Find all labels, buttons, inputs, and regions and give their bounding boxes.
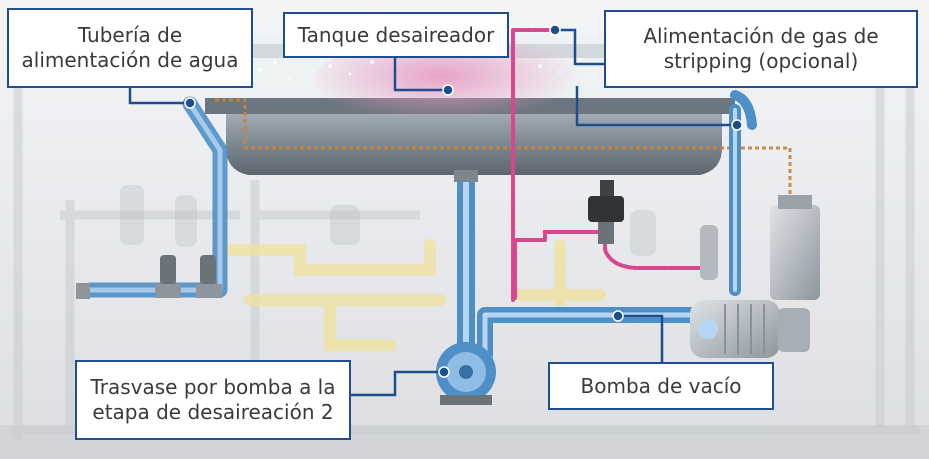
callout-vacuum-pump: Bomba de vacío <box>548 362 774 410</box>
feed-pipe-valves <box>76 255 222 299</box>
callout-stripping-gas-feed: Alimentación de gas de stripping (opcion… <box>604 10 918 88</box>
callout-leaders <box>128 28 737 397</box>
callout-dots <box>184 24 743 378</box>
tank-outlet-pipe <box>454 170 478 360</box>
gas-control-valve <box>588 180 624 244</box>
background-piping <box>224 239 606 351</box>
callout-deaerator-tank: Tanque desaireador <box>283 12 509 58</box>
callout-transfer-pump: Trasvase por bomba a la etapa de desaire… <box>75 360 351 440</box>
transfer-pump <box>436 342 496 405</box>
background-valves <box>120 185 656 256</box>
vacuum-line <box>215 98 792 205</box>
stripping-gas-line <box>511 28 702 302</box>
vacuum-pump-unit <box>690 195 820 358</box>
callout-water-feed-pipe: Tubería de alimentación de agua <box>7 8 253 88</box>
